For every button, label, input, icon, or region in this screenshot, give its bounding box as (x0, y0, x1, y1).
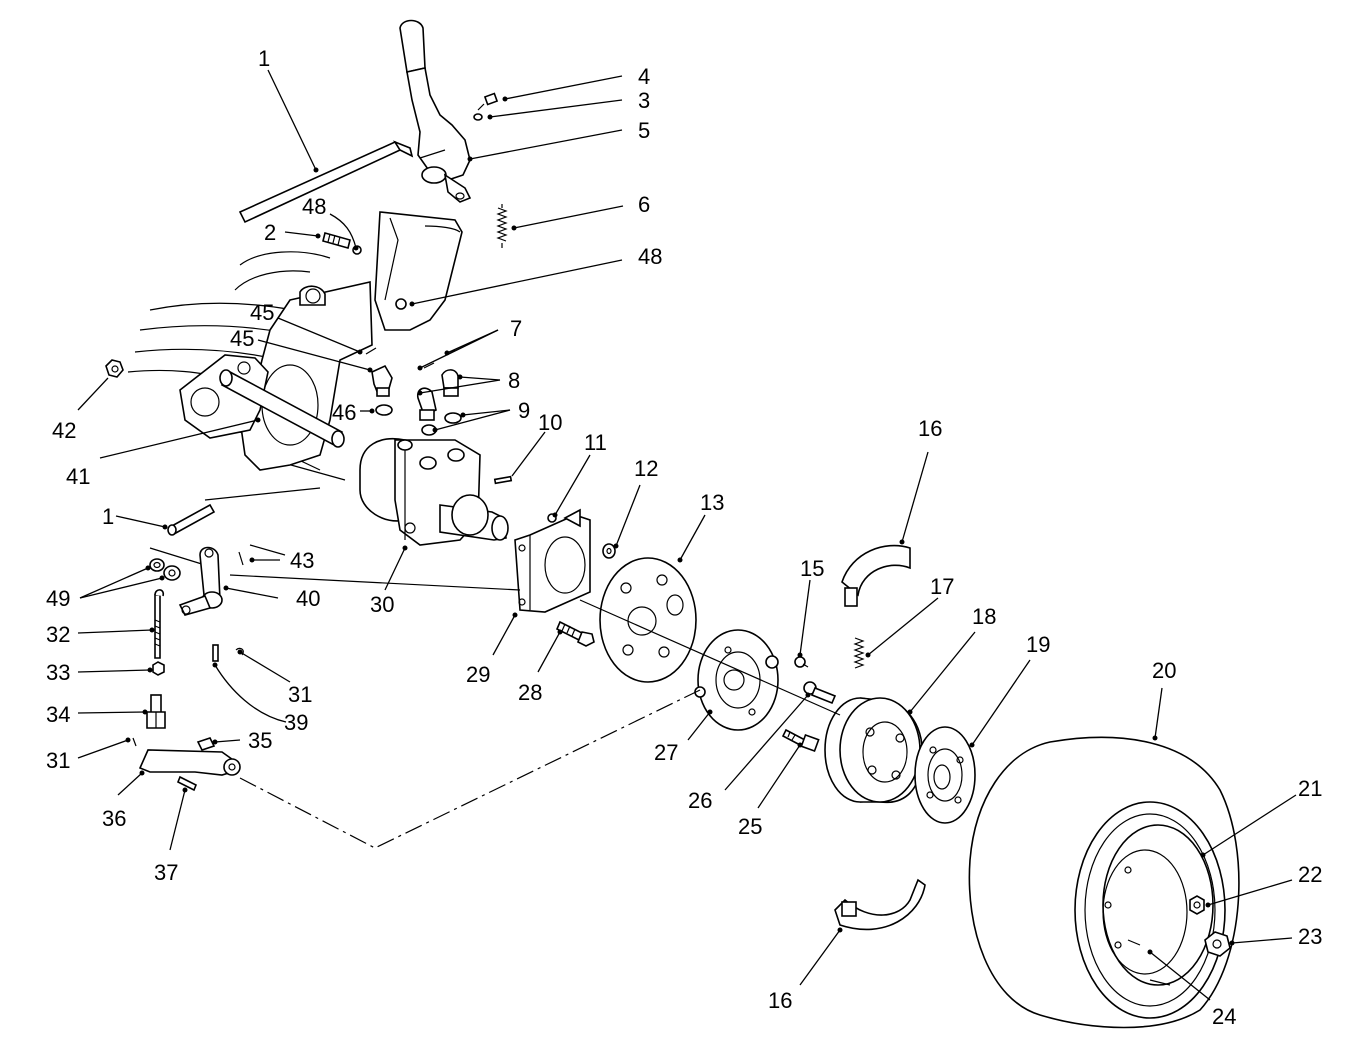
callout-24: 24 (1212, 1004, 1236, 1029)
callout-26: 26 (688, 788, 712, 813)
pin-37 (176, 775, 198, 792)
upper-bracket-plate (374, 211, 463, 331)
clevis-34 (146, 694, 166, 729)
brake-bracket (514, 508, 591, 613)
callout-30: 30 (370, 592, 394, 617)
callout-29: 29 (466, 662, 490, 687)
callout-3: 3 (638, 88, 650, 113)
oring-46 (375, 404, 393, 416)
callout-31-lower: 31 (46, 748, 70, 773)
callout-labels: 1 1 2 3 4 5 6 7 8 9 10 11 12 13 15 16 16… (46, 46, 1322, 1029)
fitting-45 (371, 364, 393, 397)
callout-45-upper: 45 (250, 300, 274, 325)
clip-35 (196, 737, 216, 751)
callout-1-top: 1 (258, 46, 270, 71)
callout-12: 12 (634, 456, 658, 481)
nut-42 (105, 359, 124, 378)
washer-3 (473, 113, 483, 121)
axle-mount-plate (179, 354, 269, 439)
callout-5: 5 (638, 118, 650, 143)
callout-35: 35 (248, 728, 272, 753)
spring-17 (853, 637, 865, 669)
spring-6 (496, 204, 508, 248)
cotter-pin-43 (238, 551, 244, 566)
pin-39 (212, 644, 219, 662)
bolt-2 (322, 232, 362, 255)
washer-12 (602, 543, 616, 559)
cotter-pin-31-lower (132, 737, 137, 747)
callout-40: 40 (296, 586, 320, 611)
nut-48 (395, 298, 407, 310)
pivot-rod-lower (167, 503, 216, 536)
callout-42: 42 (52, 418, 76, 443)
callout-1-lower: 1 (102, 504, 114, 529)
callout-33: 33 (46, 660, 70, 685)
callout-27: 27 (654, 740, 678, 765)
callout-8: 8 (508, 368, 520, 393)
callout-41: 41 (66, 464, 90, 489)
leaders (77, 69, 1297, 1001)
brake-shoe-upper (841, 544, 911, 607)
nut-23 (1204, 931, 1231, 957)
callout-48-upper: 48 (302, 194, 326, 219)
callout-34: 34 (46, 702, 70, 727)
bolt-4 (477, 92, 499, 111)
callout-18: 18 (972, 604, 996, 629)
brake-shoe-lower (834, 878, 926, 931)
key-10 (493, 475, 513, 485)
callout-4: 4 (638, 64, 650, 89)
brake-lever (399, 19, 472, 203)
pivot-bracket-40 (178, 546, 223, 616)
stud-25 (781, 728, 820, 753)
lug-nut-22 (1189, 895, 1205, 915)
callout-9: 9 (518, 398, 530, 423)
brake-arm-36 (138, 749, 241, 776)
callout-32: 32 (46, 622, 70, 647)
callout-22: 22 (1298, 862, 1322, 887)
callout-15: 15 (800, 556, 824, 581)
callout-39: 39 (284, 710, 308, 735)
callout-36: 36 (102, 806, 126, 831)
nut-33 (152, 661, 165, 676)
axle-shaft (219, 369, 345, 448)
callout-16-lower: 16 (768, 988, 792, 1013)
wheel-tire-20 (968, 736, 1240, 1029)
washers-49 (149, 558, 181, 581)
callout-2: 2 (264, 220, 276, 245)
callout-37: 37 (154, 860, 178, 885)
bolt-15 (794, 656, 809, 668)
brake-drum-18 (824, 697, 924, 804)
callout-16-upper: 16 (918, 416, 942, 441)
bolt-26 (803, 681, 837, 705)
callout-45-lower: 45 (230, 326, 254, 351)
callout-20: 20 (1152, 658, 1176, 683)
callout-7: 7 (510, 316, 522, 341)
callout-17: 17 (930, 574, 954, 599)
pivot-rod-top (238, 140, 414, 224)
hydraulic-motor (359, 438, 509, 546)
callout-48-lower: 48 (638, 244, 662, 269)
callout-43: 43 (290, 548, 314, 573)
bolt-28 (555, 620, 595, 647)
callout-11: 11 (584, 430, 607, 455)
callout-28: 28 (518, 680, 542, 705)
callout-10: 10 (538, 410, 562, 435)
pin-45 (365, 347, 377, 355)
callout-23: 23 (1298, 924, 1322, 949)
callout-21: 21 (1298, 776, 1322, 801)
cable-centerline (229, 574, 841, 849)
backing-plate-13 (599, 557, 697, 683)
callout-31-upper: 31 (288, 682, 312, 707)
callout-19: 19 (1026, 632, 1050, 657)
callout-6: 6 (638, 192, 650, 217)
threaded-rod-32 (154, 589, 165, 659)
callout-13: 13 (700, 490, 724, 515)
callout-49: 49 (46, 586, 70, 611)
hub-27 (694, 629, 779, 731)
hub-19 (914, 726, 976, 824)
callout-25: 25 (738, 814, 762, 839)
callout-46: 46 (332, 400, 356, 425)
